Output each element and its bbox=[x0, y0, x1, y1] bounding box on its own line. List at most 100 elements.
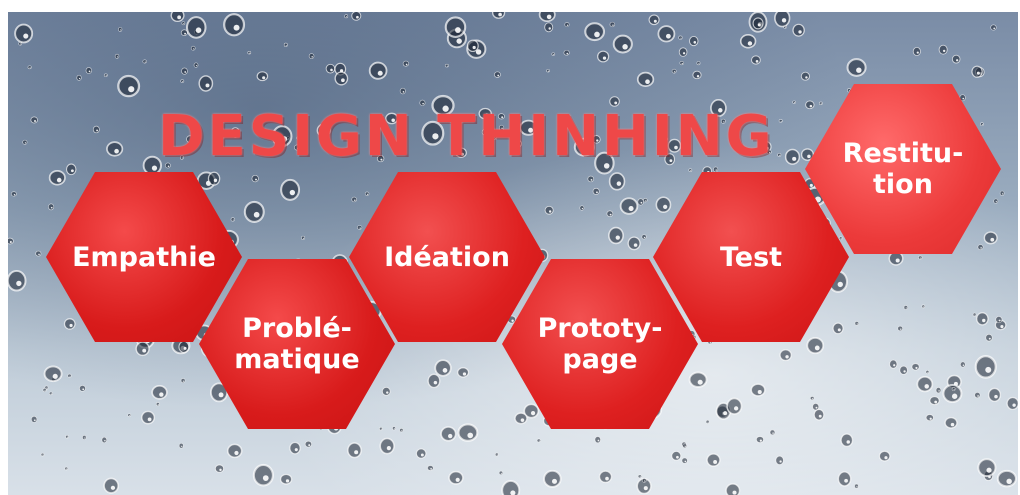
water-drop bbox=[101, 436, 107, 444]
water-drop bbox=[519, 119, 538, 136]
water-drop bbox=[911, 363, 920, 371]
water-drop bbox=[247, 51, 252, 55]
water-drop bbox=[185, 146, 191, 152]
water-drop bbox=[82, 435, 87, 440]
water-drop bbox=[444, 16, 467, 38]
water-drop bbox=[301, 235, 305, 240]
water-drop bbox=[293, 144, 301, 151]
water-drop bbox=[180, 155, 184, 160]
water-drop bbox=[594, 436, 601, 444]
water-drop bbox=[251, 174, 259, 183]
water-drop bbox=[43, 365, 63, 383]
water-drop bbox=[643, 198, 648, 203]
hexagon-label-line2: matique bbox=[234, 344, 360, 375]
water-drop bbox=[655, 196, 672, 213]
water-drop bbox=[974, 392, 981, 399]
water-drop bbox=[710, 99, 727, 118]
water-drop bbox=[457, 423, 479, 442]
water-drop bbox=[27, 65, 32, 70]
water-drop bbox=[916, 376, 934, 393]
water-drop bbox=[725, 483, 741, 495]
water-drop bbox=[497, 113, 505, 120]
water-drop bbox=[985, 333, 993, 342]
water-drop bbox=[608, 172, 626, 191]
water-drop bbox=[142, 59, 147, 64]
water-drop bbox=[230, 127, 241, 138]
water-drop bbox=[448, 470, 464, 485]
water-drop bbox=[180, 79, 185, 83]
water-drop bbox=[766, 149, 772, 155]
water-drop bbox=[591, 135, 601, 144]
water-drop bbox=[557, 120, 562, 126]
water-drop bbox=[48, 391, 53, 396]
water-drop bbox=[79, 385, 86, 392]
water-drop bbox=[457, 367, 470, 378]
water-drop bbox=[925, 370, 930, 374]
water-drop bbox=[421, 120, 445, 146]
water-drop bbox=[351, 12, 362, 21]
water-drop bbox=[696, 61, 701, 66]
water-drop bbox=[92, 125, 100, 134]
water-drop bbox=[598, 470, 613, 484]
water-drop bbox=[316, 123, 331, 138]
water-drop bbox=[609, 96, 620, 107]
water-drop bbox=[466, 39, 479, 53]
water-drop bbox=[271, 125, 293, 148]
water-drop bbox=[376, 155, 385, 163]
water-drop bbox=[854, 483, 859, 489]
water-drop bbox=[806, 336, 825, 355]
water-drop bbox=[944, 416, 958, 429]
water-drop bbox=[10, 191, 17, 197]
water-drop bbox=[198, 75, 214, 92]
water-drop bbox=[103, 73, 108, 77]
water-drop bbox=[170, 12, 185, 23]
water-drop bbox=[634, 135, 644, 145]
water-drop bbox=[641, 478, 647, 483]
water-drop bbox=[573, 137, 595, 157]
water-drop bbox=[493, 136, 498, 140]
water-drop bbox=[151, 385, 168, 400]
water-drop bbox=[42, 387, 47, 392]
water-drop bbox=[127, 413, 132, 417]
water-drop bbox=[664, 153, 676, 166]
water-drop bbox=[347, 442, 362, 459]
water-drop bbox=[832, 322, 844, 335]
water-drop bbox=[40, 452, 45, 457]
water-drop bbox=[498, 124, 505, 131]
raindrop-background: DESIGN THINHING Empathie Problé- matique… bbox=[8, 12, 1018, 495]
water-drop bbox=[65, 434, 69, 439]
water-drop bbox=[35, 250, 42, 257]
water-drop bbox=[485, 118, 491, 123]
water-drop bbox=[304, 440, 313, 448]
water-drop bbox=[544, 22, 554, 33]
water-drop bbox=[289, 441, 301, 455]
water-drop bbox=[664, 137, 669, 141]
water-drop bbox=[688, 168, 693, 172]
hexagon-label: Empathie bbox=[72, 241, 216, 273]
water-drop bbox=[681, 457, 688, 464]
water-drop bbox=[190, 45, 196, 51]
water-drop bbox=[995, 316, 1003, 324]
water-drop bbox=[951, 54, 961, 64]
water-drop bbox=[538, 12, 556, 22]
hexagon-label-line1: Restitu- bbox=[842, 138, 964, 169]
water-drop bbox=[494, 71, 501, 78]
water-drop bbox=[114, 53, 120, 59]
water-drop bbox=[85, 67, 92, 74]
hexagon-label-line1: Problé- bbox=[242, 313, 352, 344]
water-drop bbox=[193, 62, 199, 68]
water-drop bbox=[637, 474, 642, 479]
water-drop bbox=[368, 61, 388, 80]
water-drop bbox=[536, 438, 541, 443]
water-drop bbox=[209, 382, 229, 403]
water-drop bbox=[657, 25, 676, 43]
water-drop bbox=[769, 429, 776, 436]
water-drop bbox=[792, 23, 805, 37]
water-drop bbox=[481, 129, 488, 136]
water-drop bbox=[951, 387, 956, 392]
water-drop bbox=[750, 383, 766, 397]
water-drop bbox=[679, 60, 685, 66]
water-drop bbox=[8, 237, 14, 245]
water-drop bbox=[64, 466, 69, 471]
water-drop bbox=[608, 226, 624, 245]
